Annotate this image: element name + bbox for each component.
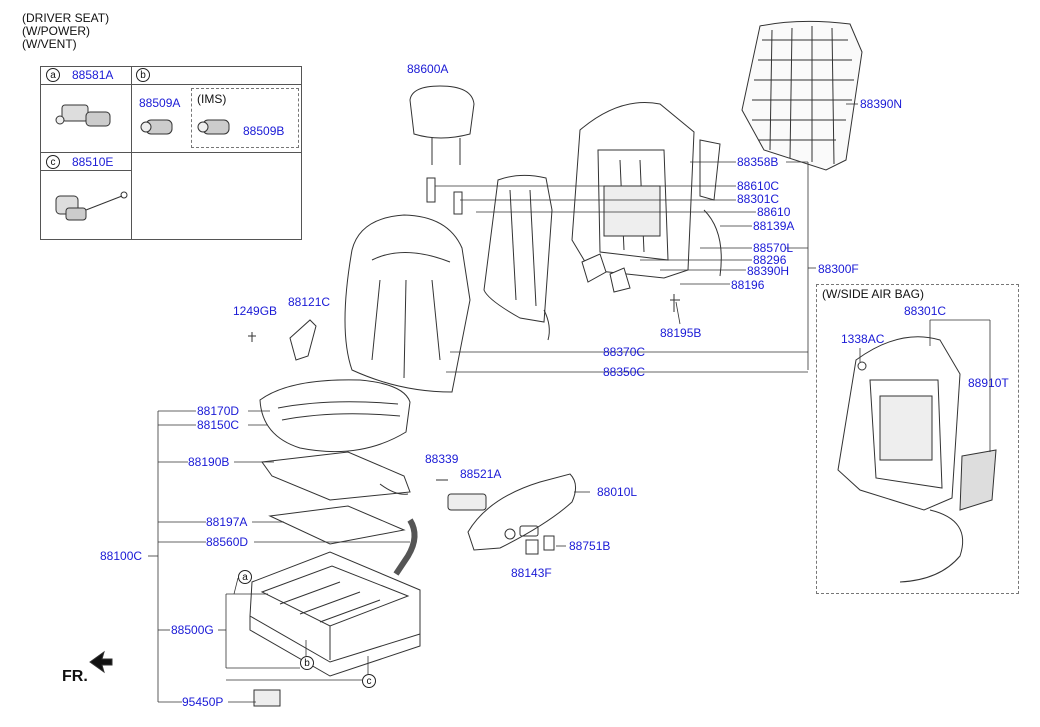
part-88121C: 88121C (288, 295, 331, 309)
part-88581A: 88581A (72, 68, 114, 82)
part-88390N: 88390N (860, 97, 903, 111)
marker-b: b (300, 656, 314, 670)
part-88197A: 88197A (206, 515, 248, 529)
motor-88581A-drawing (55, 104, 111, 127)
part-88358B: 88358B (737, 155, 779, 169)
part-88600A: 88600A (407, 62, 449, 76)
part-88139A: 88139A (753, 219, 795, 233)
headrest-drawing (409, 85, 475, 165)
part-88301C-airbag: 88301C (904, 304, 947, 318)
seatback-frame-drawing (571, 101, 722, 279)
marker-c-inset: c (46, 155, 60, 169)
side-trim-drawing (467, 473, 576, 551)
part-88195B: 88195B (660, 326, 702, 340)
part-88170D: 88170D (197, 404, 240, 418)
motor-88509B-drawing (197, 119, 230, 135)
part-88390H: 88390H (747, 264, 790, 278)
inset-divider-mid2 (40, 170, 132, 171)
inset-divider-vert (131, 66, 132, 240)
marker-c: c (362, 674, 376, 688)
ims-dashed-box (191, 88, 299, 148)
side-airbag-box (816, 284, 1019, 594)
part-88190B: 88190B (188, 455, 230, 469)
motor-88509A-drawing (140, 119, 173, 135)
inset-table (40, 66, 302, 240)
back-board-drawing (741, 20, 863, 171)
part-1338AC: 1338AC (841, 332, 885, 346)
part-88500G: 88500G (171, 623, 214, 637)
front-direction-label: FR. (62, 668, 88, 685)
side-airbag-title: (W/SIDE AIR BAG) (822, 287, 925, 301)
part-88509A: 88509A (139, 96, 181, 110)
part-88010L: 88010L (597, 485, 638, 499)
seatback-cover-drawing (344, 214, 471, 393)
part-88339: 88339 (425, 452, 459, 466)
part-88100C: 88100C (100, 549, 143, 563)
marker-a-inset: a (46, 68, 60, 82)
part-95450P: 95450P (182, 695, 224, 709)
part-88150C: 88150C (197, 418, 240, 432)
ims-label: (IMS) (197, 92, 227, 106)
part-88509B: 88509B (243, 124, 285, 138)
part-88510E: 88510E (72, 155, 114, 169)
marker-a: a (238, 570, 252, 584)
header-power: (W/POWER) (22, 24, 90, 38)
part-88370C: 88370C (603, 345, 646, 359)
marker-b-inset: b (136, 68, 150, 82)
part-88751B: 88751B (569, 539, 611, 553)
part-88350C: 88350C (603, 365, 646, 379)
part-88196: 88196 (731, 278, 765, 292)
seat-track-drawing (249, 551, 421, 677)
part-88301C: 88301C (737, 192, 780, 206)
motor-88510E-drawing (55, 191, 128, 221)
part-88610C: 88610C (737, 179, 780, 193)
part-88521A: 88521A (460, 467, 502, 481)
inset-divider-top (40, 84, 302, 85)
part-88570L: 88570L (753, 241, 794, 255)
inset-divider-right (131, 152, 302, 153)
part-88560D: 88560D (206, 535, 249, 549)
part-88143F: 88143F (511, 566, 552, 580)
part-88610: 88610 (757, 205, 791, 219)
part-88296: 88296 (753, 253, 787, 267)
inset-divider-mid (40, 152, 132, 153)
header-driver-seat: (DRIVER SEAT) (22, 11, 110, 25)
part-1249GB: 1249GB (233, 304, 278, 318)
part-88910T: 88910T (968, 376, 1009, 390)
header-vent: (W/VENT) (22, 37, 77, 51)
seat-cushion-drawing (259, 379, 411, 453)
part-88300F: 88300F (818, 262, 859, 276)
airbag-frame-drawing (837, 336, 997, 583)
